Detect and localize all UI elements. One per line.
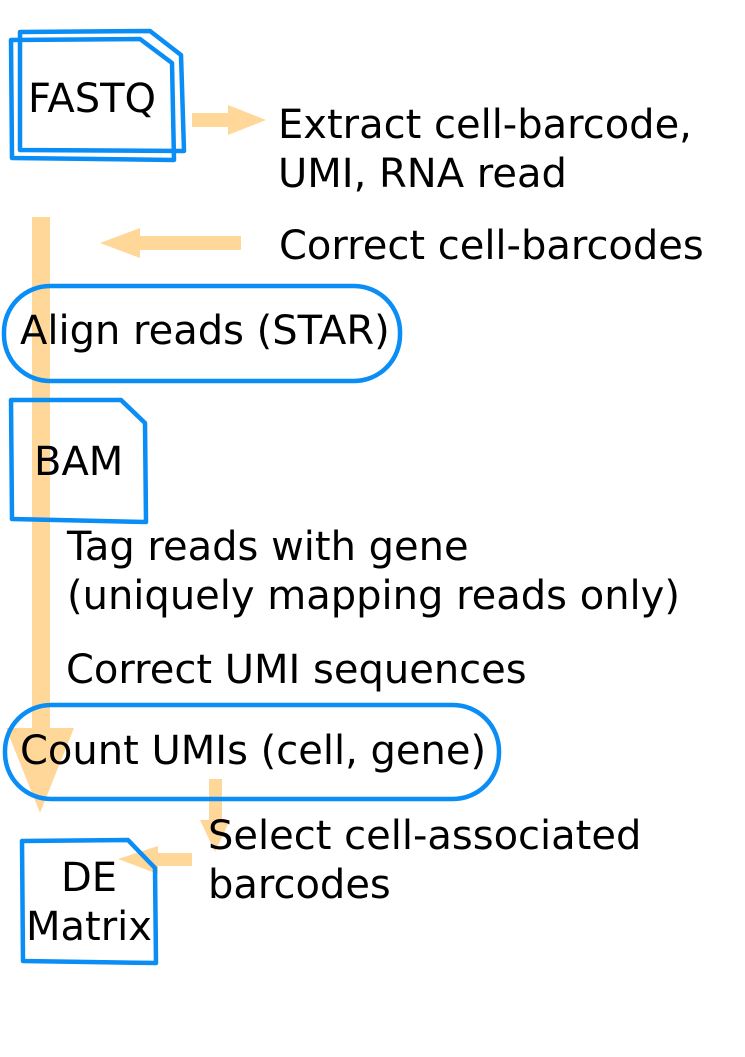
tag-step-line1: Tag reads with gene — [67, 524, 469, 570]
correct-barcodes-arrow — [100, 228, 241, 258]
correct-umi-step: Correct UMI sequences — [66, 647, 527, 693]
align-label: Align reads (STAR) — [20, 308, 390, 354]
de-matrix-label-line1: DE — [60, 855, 118, 901]
fastq-node — [8, 28, 187, 163]
de-matrix-label-line2: Matrix — [26, 904, 152, 950]
fastq-front-sheet — [8, 36, 177, 163]
extract-arrow — [192, 105, 266, 135]
select-step-line1: Select cell-associated — [208, 813, 642, 859]
select-step-line2: barcodes — [208, 862, 391, 908]
align-node — [1, 283, 403, 384]
de-matrix-node — [19, 837, 159, 966]
tag-step-line2: (uniquely mapping reads only) — [67, 573, 680, 619]
count-node — [2, 702, 502, 802]
bam-node — [8, 397, 149, 525]
count-label: Count UMIs (cell, gene) — [20, 728, 487, 774]
fastq-back-sheet — [17, 28, 187, 154]
flow-arrows — [6, 105, 266, 874]
main-flow-arrow — [6, 217, 74, 813]
extract-step-line2: UMI, RNA read — [278, 151, 567, 197]
correct-barcodes-step: Correct cell-barcodes — [279, 223, 704, 269]
nodes — [1, 28, 502, 966]
extract-step-line1: Extract cell-barcode, — [278, 102, 692, 148]
fastq-label: FASTQ — [28, 76, 157, 122]
to-matrix-arrow — [118, 846, 192, 874]
bam-label: BAM — [34, 439, 124, 485]
select-down-arrow — [200, 779, 230, 852]
